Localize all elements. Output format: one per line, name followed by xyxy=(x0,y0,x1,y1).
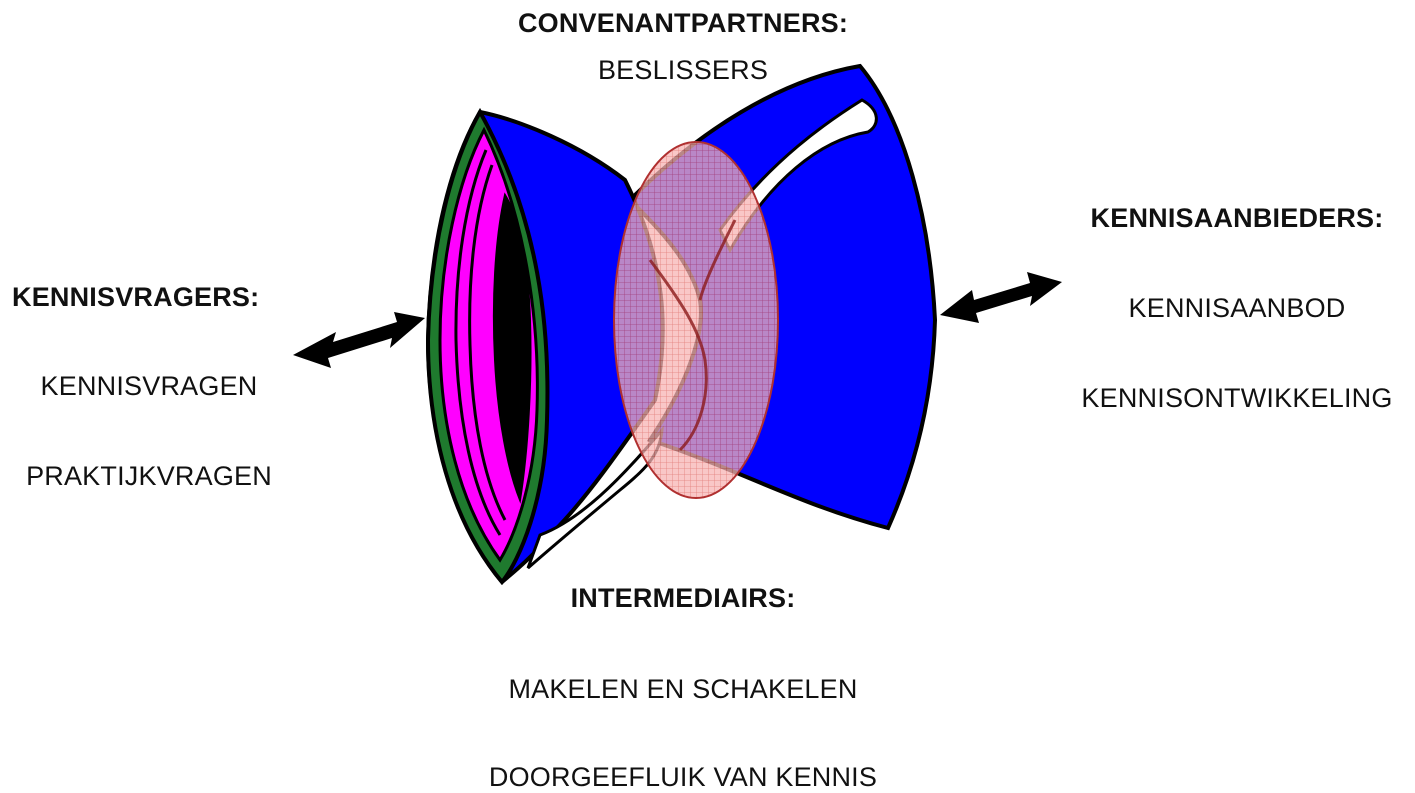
left-funnel-throat xyxy=(492,192,532,504)
right-funnel-white-slit xyxy=(718,98,878,254)
right-line2: KENNISONTWIKKELING xyxy=(1081,383,1393,413)
top-title: CONVENANTPARTNERS: xyxy=(517,8,849,38)
left-funnel-inner-ring-1 xyxy=(454,149,502,536)
bottom-line1: MAKELEN EN SCHAKELEN xyxy=(508,674,858,704)
left-funnel xyxy=(425,107,665,586)
bottom-line2: DOORGEEFLUIK VAN KENNIS xyxy=(488,762,878,792)
right-line1: KENNISAANBOD xyxy=(1128,293,1346,323)
left-funnel-inner-ring-2 xyxy=(468,164,507,521)
left-line1: KENNISVRAGEN xyxy=(40,371,258,401)
top-line1: BESLISSERS xyxy=(597,55,769,85)
double-arrow-right-icon xyxy=(940,272,1062,323)
center-ellipse xyxy=(613,141,779,499)
bottom-title: INTERMEDIAIRS: xyxy=(570,583,796,613)
left-title: KENNISVRAGERS: xyxy=(12,282,260,312)
right-title: KENNISAANBIEDERS: xyxy=(1090,203,1384,233)
double-arrow-left-icon xyxy=(293,312,425,368)
left-line2: PRAKTIJKVRAGEN xyxy=(26,461,272,491)
